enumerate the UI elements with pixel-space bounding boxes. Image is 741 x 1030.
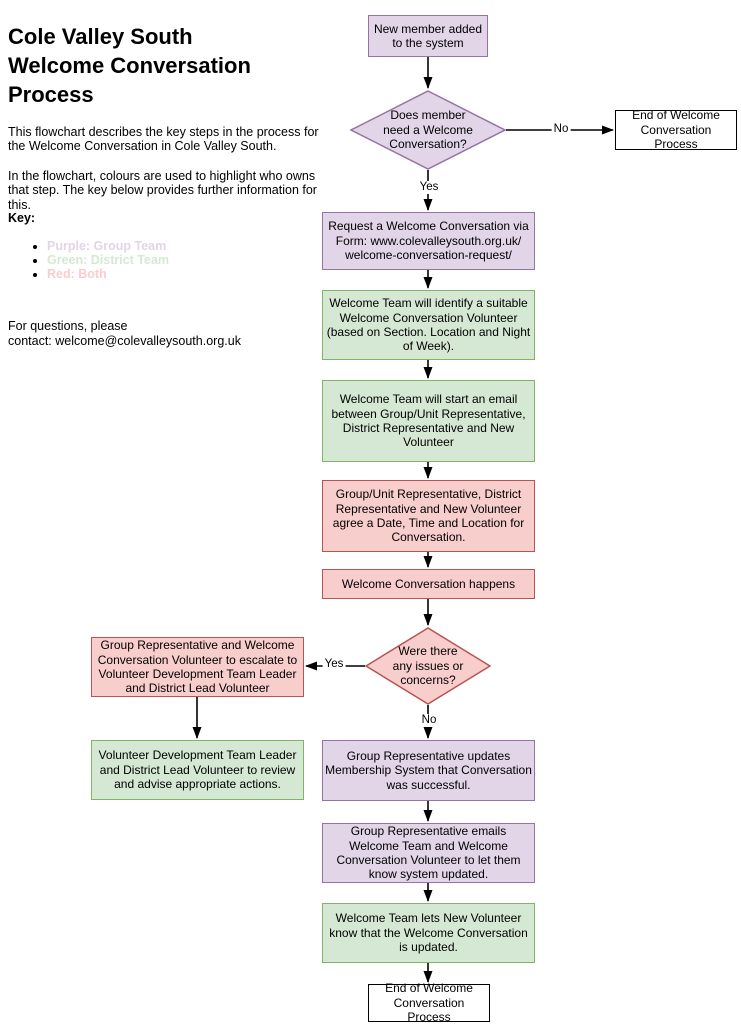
flow-node-end-early: End of Welcome Conversation Process	[615, 108, 737, 152]
edge-label-yes-1: Yes	[417, 181, 441, 194]
diamond-shape-red	[365, 627, 491, 705]
flow-node-update-system: Group Representative updates Membership …	[322, 740, 535, 801]
flow-node-review-actions-label: Volunteer Development Team Leader and Di…	[98, 748, 297, 792]
flow-node-start-email: Welcome Team will start an email between…	[322, 380, 535, 462]
flow-node-let-know: Welcome Team lets New Volunteer know tha…	[322, 903, 535, 963]
flow-node-decision-need-label: Does member need a Welcome Conversation?	[383, 108, 473, 152]
flow-node-decision-issues-label: Were there any issues or concerns?	[392, 644, 464, 688]
flow-node-start-label: New member added to the system	[373, 21, 483, 50]
flow-node-escalate-label: Group Representative and Welcome Convers…	[97, 638, 298, 696]
diamond-shape-purple	[350, 90, 506, 170]
key-list: Purple: Group Team Green: District Team …	[8, 239, 169, 281]
flow-node-escalate: Group Representative and Welcome Convers…	[91, 637, 304, 697]
intro-paragraph-2: In the flowchart, colours are used to hi…	[8, 168, 317, 212]
flow-node-request-form: Request a Welcome Conversation via Form:…	[322, 212, 535, 270]
flow-node-conversation-happens-label: Welcome Conversation happens	[341, 576, 516, 591]
flow-node-let-know-label: Welcome Team lets New Volunteer know tha…	[329, 911, 528, 955]
flow-node-review-actions: Volunteer Development Team Leader and Di…	[91, 740, 304, 800]
intro-paragraph-1: This flowchart describes the key steps i…	[8, 124, 319, 154]
contact-text: For questions, please contact: welcome@c…	[8, 318, 241, 348]
flow-node-identify-volunteer-label: Welcome Team will identify a suitable We…	[326, 296, 531, 354]
key-item-purple-label: Purple: Group Team	[47, 239, 167, 253]
flow-node-decision-issues: Were there any issues or concerns?	[365, 627, 491, 705]
flow-node-agree-date: Group/Unit Representative, District Repr…	[322, 480, 535, 552]
flow-node-start-email-label: Welcome Team will start an email between…	[331, 392, 526, 450]
flow-node-end-early-label: End of Welcome Conversation Process	[632, 108, 720, 152]
page-title: Cole Valley South Welcome Conversation P…	[8, 23, 251, 107]
edge-label-no-2: No	[419, 714, 439, 727]
key-heading: Key:	[8, 211, 36, 225]
key-item-green-label: Green: District Team	[47, 253, 170, 267]
flow-node-conversation-happens: Welcome Conversation happens	[322, 569, 535, 599]
edge-label-no-1: No	[551, 123, 571, 136]
key-item-red: Red: Both	[47, 267, 169, 281]
flow-node-end-final: End of Welcome Conversation Process	[368, 981, 490, 1025]
edge-label-yes-2: Yes	[322, 658, 346, 671]
key-item-purple: Purple: Group Team	[47, 239, 169, 253]
key-item-red-label: Red: Both	[47, 267, 107, 281]
flow-node-identify-volunteer: Welcome Team will identify a suitable We…	[322, 290, 535, 360]
flow-node-decision-need: Does member need a Welcome Conversation?	[350, 90, 506, 170]
flow-node-start: New member added to the system	[368, 15, 488, 57]
flow-node-request-form-label: Request a Welcome Conversation via Form:…	[328, 219, 529, 263]
flow-node-update-system-label: Group Representative updates Membership …	[325, 748, 532, 792]
flow-node-email-updated-label: Group Representative emails Welcome Team…	[336, 824, 521, 882]
flow-node-end-final-label: End of Welcome Conversation Process	[385, 981, 473, 1025]
flow-node-agree-date-label: Group/Unit Representative, District Repr…	[332, 487, 525, 545]
key-item-green: Green: District Team	[47, 253, 169, 267]
flow-node-email-updated: Group Representative emails Welcome Team…	[322, 823, 535, 883]
